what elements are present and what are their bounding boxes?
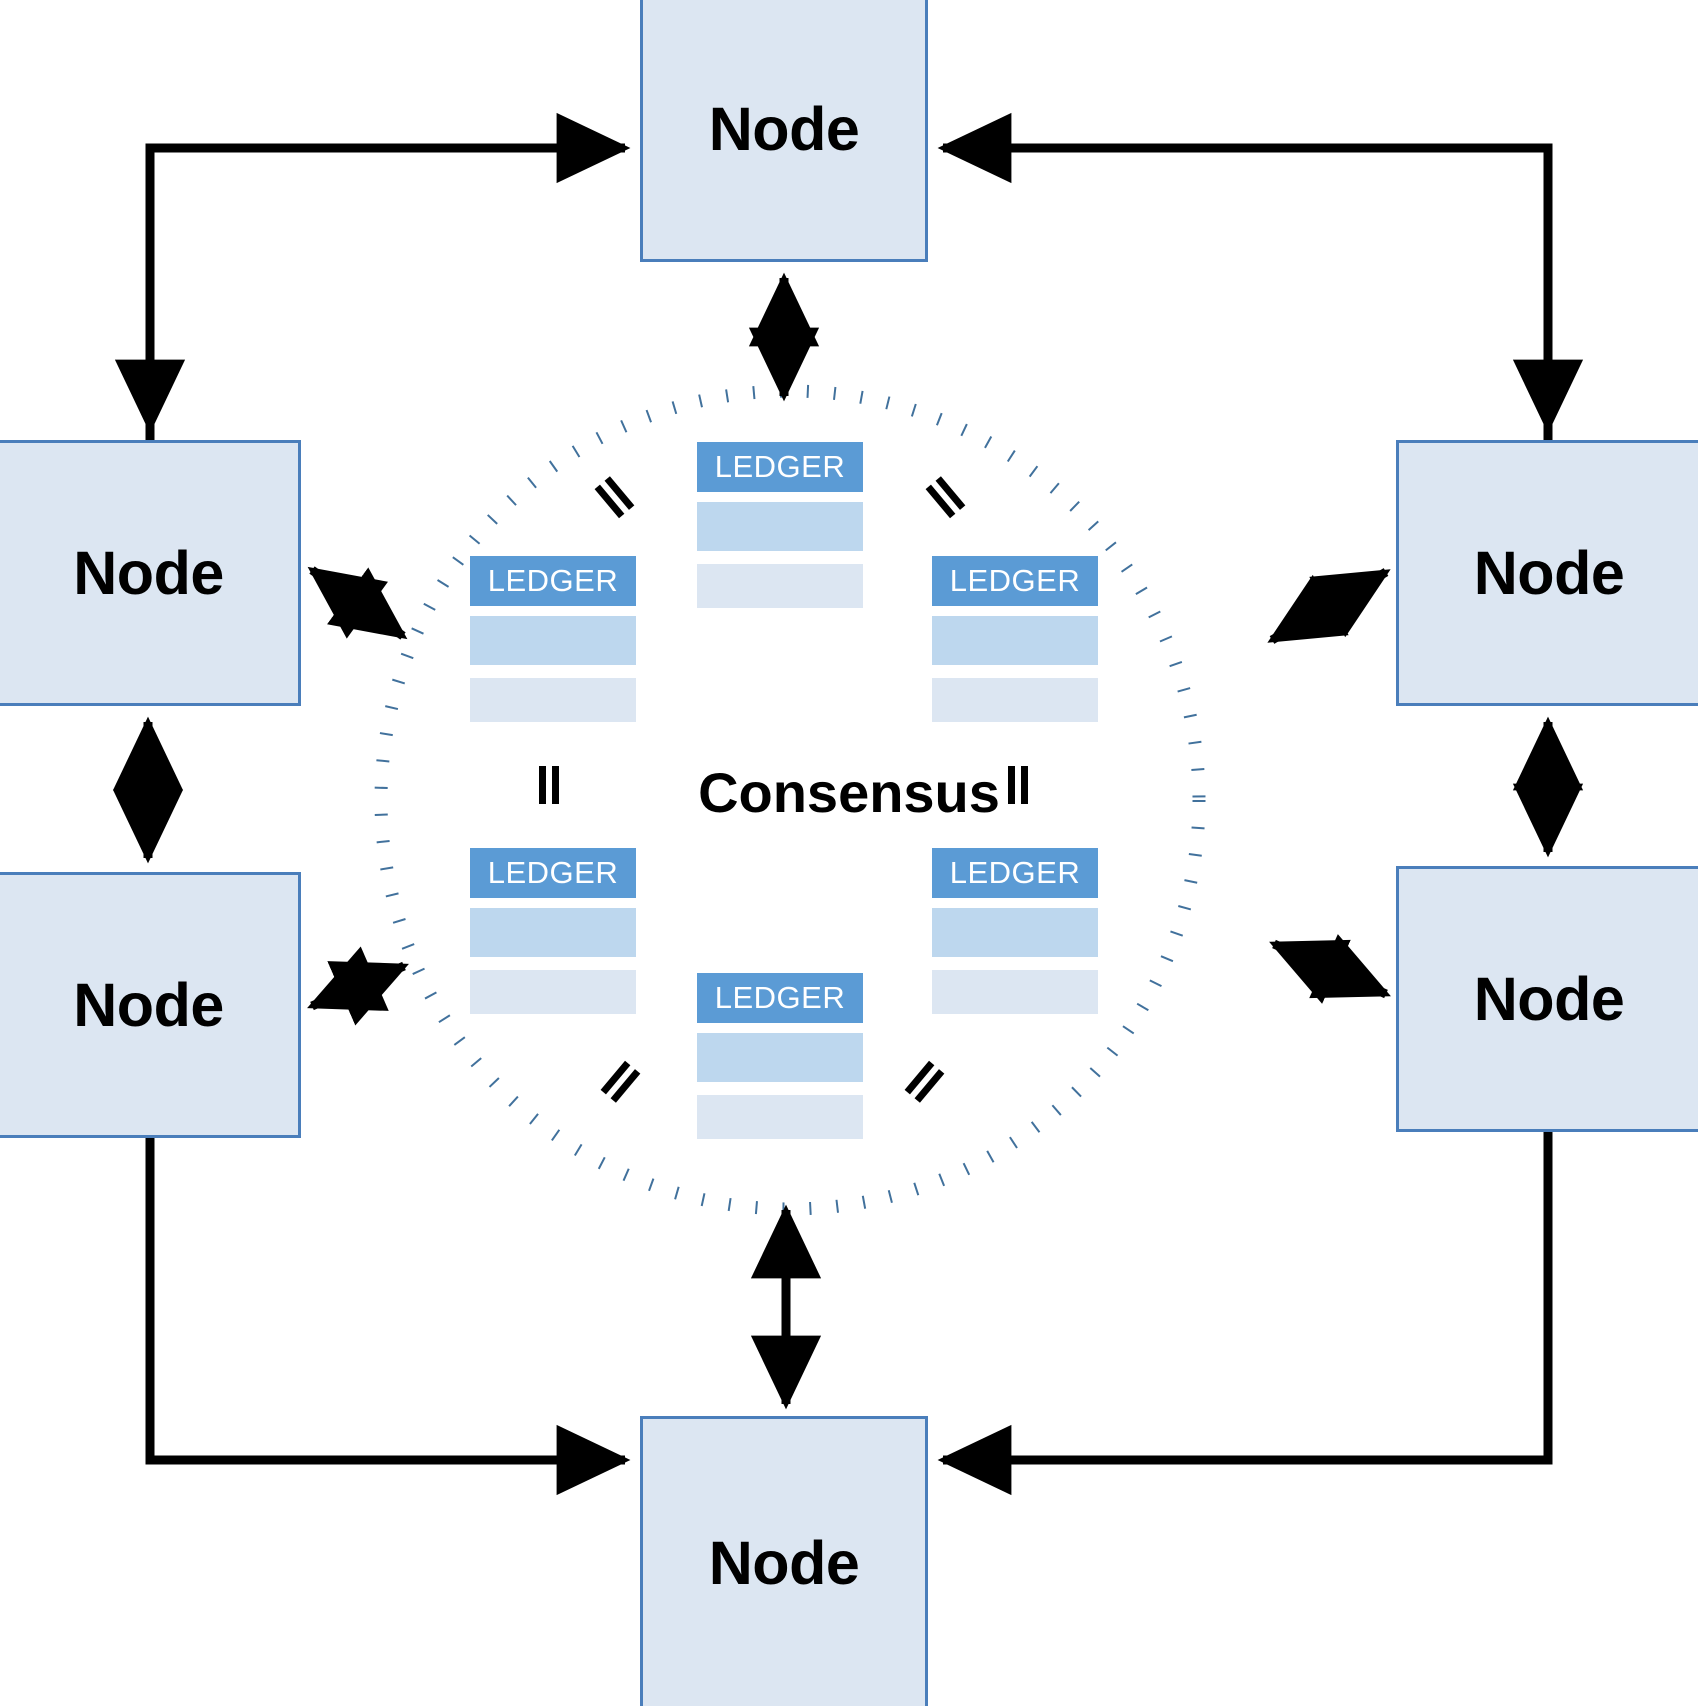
ledger-row-light (697, 1095, 863, 1139)
ledger-card-upper-right[interactable]: LEDGER (932, 556, 1098, 722)
ledger-card-bottom[interactable]: LEDGER (697, 973, 863, 1139)
ledger-row-light (470, 678, 636, 722)
ledger-card-upper-left[interactable]: LEDGER (470, 556, 636, 722)
ledger-header-label: LEDGER (470, 848, 636, 898)
ledger-row-mid (470, 616, 636, 665)
ledger-row-light (932, 970, 1098, 1014)
consensus-boundary-circle (374, 384, 1206, 1216)
node-box-right-lower[interactable]: Node (1396, 866, 1698, 1132)
ledger-row-mid (697, 1033, 863, 1082)
wire-rightlower-to-bottom (937, 1132, 1553, 1496)
ledger-row-mid (932, 908, 1098, 957)
node-box-right-upper[interactable]: Node (1396, 440, 1698, 706)
ledger-header-label: LEDGER (697, 442, 863, 492)
wire-rightupper-to-top (937, 112, 1553, 440)
wire-rightupper-to-consensus (1267, 568, 1391, 644)
ledger-card-lower-left[interactable]: LEDGER (470, 848, 636, 1014)
ledger-card-lower-right[interactable]: LEDGER (932, 848, 1098, 1014)
ledger-header-label: LEDGER (470, 556, 636, 606)
equals-sign-icon-mid-left (536, 766, 566, 804)
node-label: Node (708, 1528, 860, 1597)
node-label: Node (1473, 538, 1625, 607)
wire-leftlower-to-consensus (307, 946, 409, 1026)
node-label: Node (1473, 964, 1625, 1033)
node-label: Node (73, 970, 224, 1039)
node-box-left-upper[interactable]: Node (0, 440, 301, 706)
equals-sign-icon-mid-right (1005, 766, 1035, 804)
node-box-top[interactable]: Node (640, 0, 928, 262)
ledger-row-light (932, 678, 1098, 722)
wire-leftlower-to-bottom (145, 1138, 631, 1496)
node-label: Node (73, 538, 224, 607)
ledger-header-label: LEDGER (932, 556, 1098, 606)
ledger-row-mid (932, 616, 1098, 665)
node-box-bottom[interactable]: Node (640, 1416, 928, 1706)
ledger-row-light (470, 970, 636, 1014)
ledger-header-label: LEDGER (697, 973, 863, 1023)
ledger-card-top[interactable]: LEDGER (697, 442, 863, 608)
wire-leftupper-to-top (145, 112, 631, 440)
ledger-header-label: LEDGER (932, 848, 1098, 898)
node-label: Node (708, 94, 860, 163)
node-box-left-lower[interactable]: Node (0, 872, 301, 1138)
ledger-row-mid (697, 502, 863, 551)
ledger-row-light (697, 564, 863, 608)
wire-rightlower-to-consensus (1269, 934, 1391, 1004)
wire-leftupper-to-consensus (307, 566, 408, 640)
ledger-row-mid (470, 908, 636, 957)
